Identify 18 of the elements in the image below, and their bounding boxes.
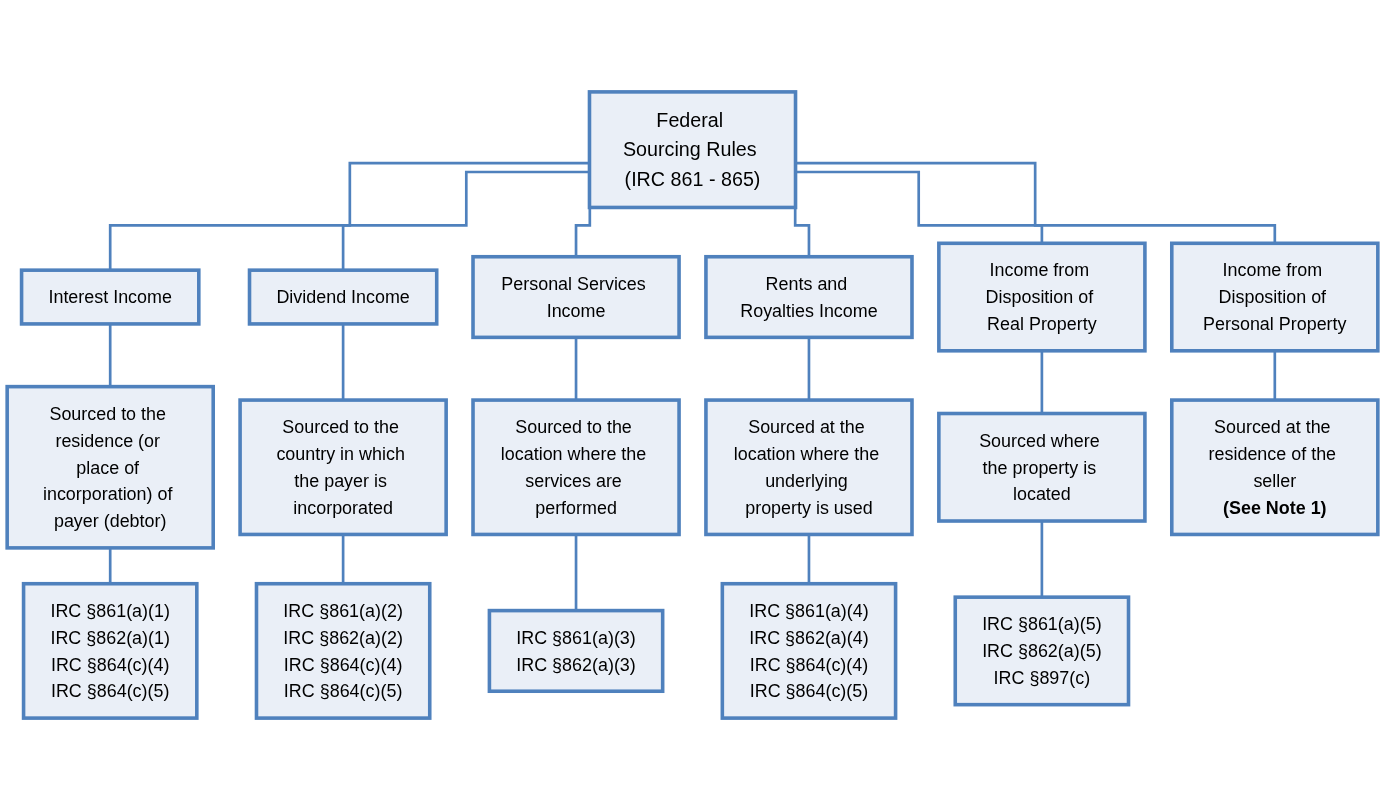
node-box: IRC §861(a)(2) IRC §862(a)(2) IRC §864(c)(4) IRC §864(c)(5) (254, 581, 432, 720)
node-box: IRC §861(a)(4) IRC §862(a)(4) IRC §864(c)(4) IRC §864(c)(5) (720, 581, 898, 720)
node-box: Dividend Income (247, 268, 439, 326)
node-box: Sourced at the location where the underlying property is used (704, 398, 914, 537)
node-box: Federal Sourcing Rules (IRC 861 - 865) (587, 90, 798, 210)
node-box: Income from Disposition of Real Property (937, 241, 1147, 353)
node-box: Interest Income (19, 268, 201, 326)
node-box: Sourced where the property is located (937, 411, 1147, 523)
node-box: Income from Disposition of Personal Property (1170, 241, 1380, 353)
node-box: Sourced at the residence of the seller (See Note 1) (1170, 398, 1380, 537)
node-box: Sourced to the location where the services are performed (471, 398, 681, 537)
node-box: Sourced to the residence (or place of incorporation) of payer (debtor) (5, 384, 215, 550)
node-box: Personal Services Income (471, 254, 681, 340)
node-box: IRC §861(a)(5) IRC §862(a)(5) IRC §897(c) (953, 595, 1131, 707)
node-box: Sourced to the country in which the payer is incorporated (238, 398, 448, 537)
node-box: IRC §861(a)(1) IRC §862(a)(1) IRC §864(c)(4) IRC §864(c)(5) (21, 581, 199, 720)
node-box: Rents and Royalties Income (704, 254, 914, 340)
node-box: IRC §861(a)(3) IRC §862(a)(3) (487, 608, 665, 693)
